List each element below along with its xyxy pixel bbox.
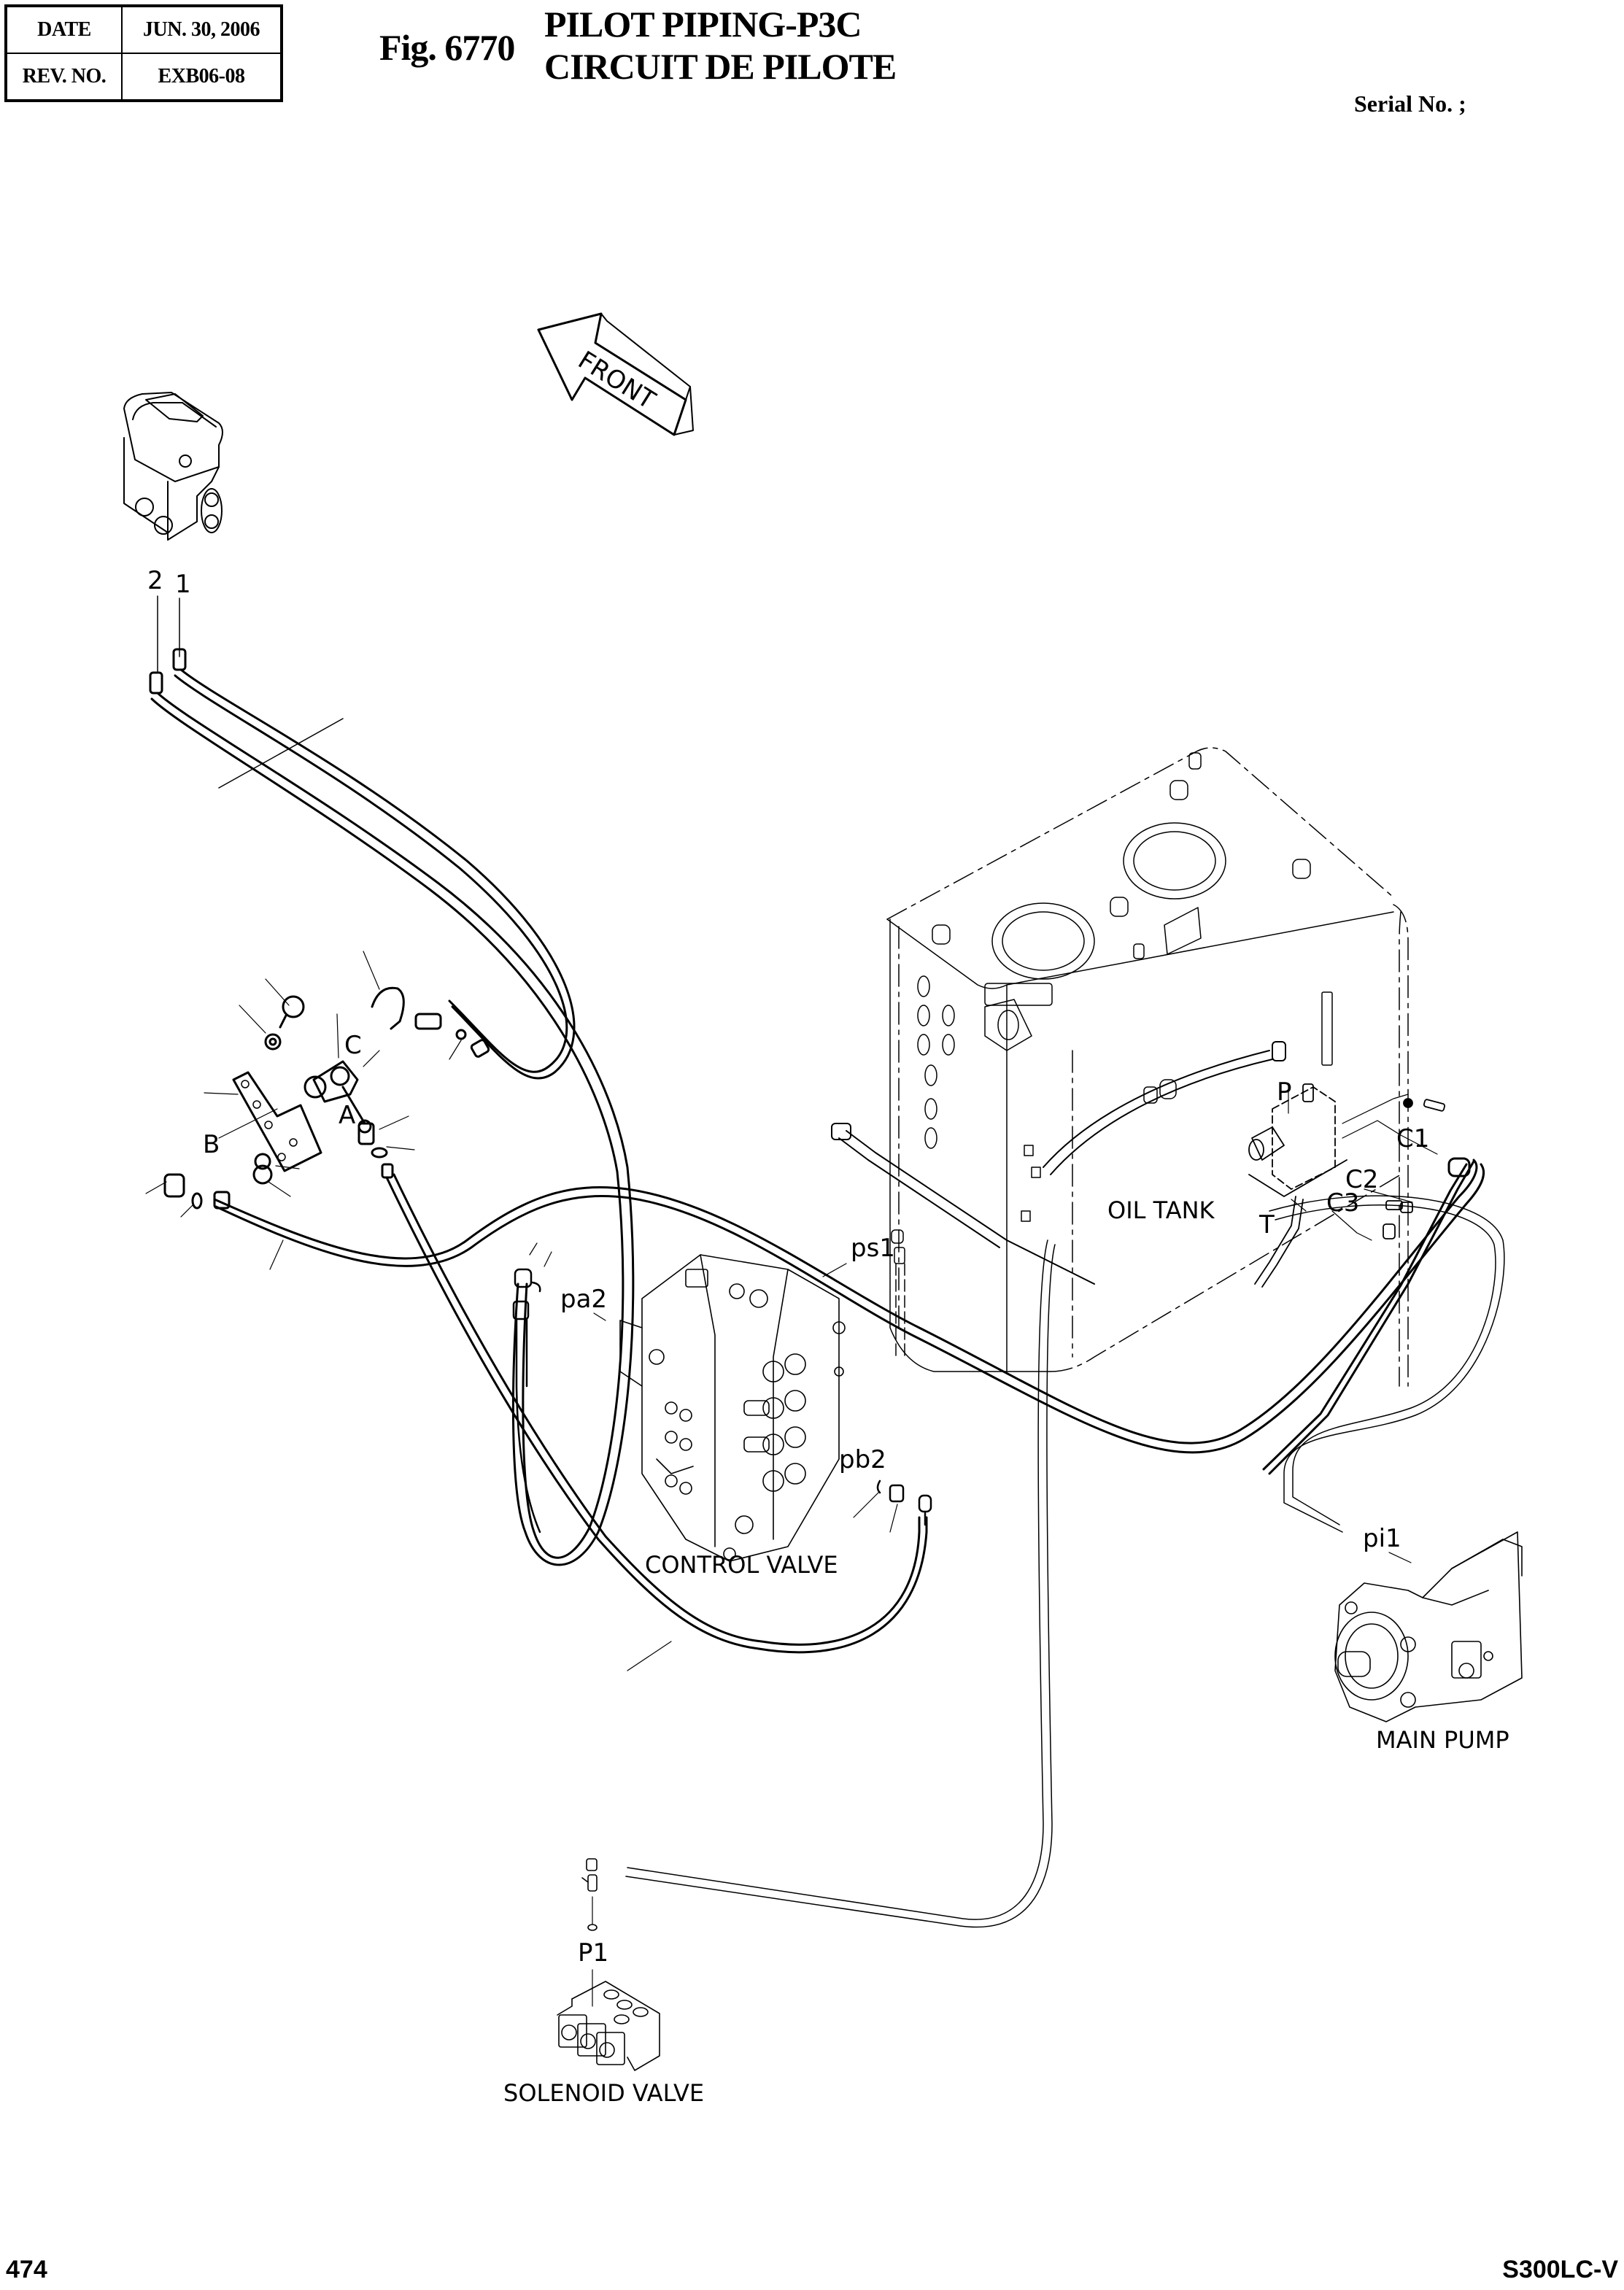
callout-C2: C2 bbox=[1345, 1165, 1378, 1194]
revision-table: DATE JUN. 30, 2006 REV. NO. EXB06-08 bbox=[4, 4, 283, 102]
figure-title: PILOT PIPING-P3C CIRCUIT DE PILOTE bbox=[544, 3, 897, 88]
hose-tank-to-p bbox=[831, 1041, 1286, 1285]
bracket-assembly bbox=[145, 951, 490, 1218]
oil-tank-label: OIL TANK bbox=[1107, 1196, 1215, 1224]
pilot-hose-pair bbox=[150, 668, 635, 1566]
hose-fitting-2 bbox=[149, 671, 163, 695]
hose-a-to-pb2 bbox=[385, 1173, 928, 1671]
pa2-fitting bbox=[512, 1268, 541, 1533]
control-valve bbox=[619, 1254, 846, 1562]
control-valve-label: CONTROL VALVE bbox=[645, 1551, 838, 1579]
callout-C3: C3 bbox=[1326, 1188, 1359, 1218]
callout-pi1: pi1 bbox=[1363, 1524, 1401, 1553]
callout-P1: P1 bbox=[578, 1938, 608, 1968]
callout-ps1: ps1 bbox=[851, 1234, 895, 1263]
callout-C1: C1 bbox=[1396, 1124, 1429, 1153]
rev-label: REV. NO. bbox=[5, 53, 123, 101]
hose-fitting-1 bbox=[172, 648, 187, 671]
callout-pa2: pa2 bbox=[560, 1285, 607, 1314]
date-label: DATE bbox=[5, 5, 123, 54]
callout-B: B bbox=[203, 1130, 220, 1159]
callout-A: A bbox=[339, 1101, 355, 1130]
solenoid-valve-label: SOLENOID VALVE bbox=[503, 2079, 704, 2107]
oil-tank bbox=[886, 747, 1409, 1387]
page-number: 474 bbox=[6, 2256, 47, 2283]
callout-pb2: pb2 bbox=[839, 1445, 886, 1474]
callout-C: C bbox=[344, 1031, 362, 1060]
main-pump-label: MAIN PUMP bbox=[1376, 1726, 1509, 1754]
figure-title-en: PILOT PIPING-P3C bbox=[544, 4, 862, 45]
callout-1: 1 bbox=[175, 570, 191, 599]
main-pump bbox=[1334, 1531, 1523, 1722]
figure-title-fr: CIRCUIT DE PILOTE bbox=[544, 46, 897, 87]
hose-ps1-to-solenoid bbox=[625, 1229, 1056, 1928]
callout-T: T bbox=[1258, 1210, 1275, 1239]
machine-model: S300LC-V bbox=[1502, 2256, 1618, 2283]
pilot-valve-block bbox=[123, 392, 223, 541]
serial-number-label: Serial No. ; bbox=[1354, 90, 1466, 117]
figure-number: Fig. 6770 bbox=[379, 27, 515, 68]
solenoid-valve bbox=[557, 1858, 660, 2071]
callout-2: 2 bbox=[147, 566, 163, 595]
front-direction-arrow-icon: FRONT bbox=[537, 312, 694, 436]
hose-c1-to-pump bbox=[1262, 1157, 1475, 1475]
pb2-fitting bbox=[876, 1479, 932, 1526]
pilot-manifold-block bbox=[1248, 1083, 1446, 1241]
callout-P: P bbox=[1277, 1078, 1292, 1107]
rev-value: EXB06-08 bbox=[121, 53, 282, 101]
hose-b-to-pump bbox=[213, 1158, 1485, 1454]
hose-tank-to-pi1 bbox=[1269, 1195, 1505, 1533]
date-value: JUN. 30, 2006 bbox=[121, 5, 282, 54]
